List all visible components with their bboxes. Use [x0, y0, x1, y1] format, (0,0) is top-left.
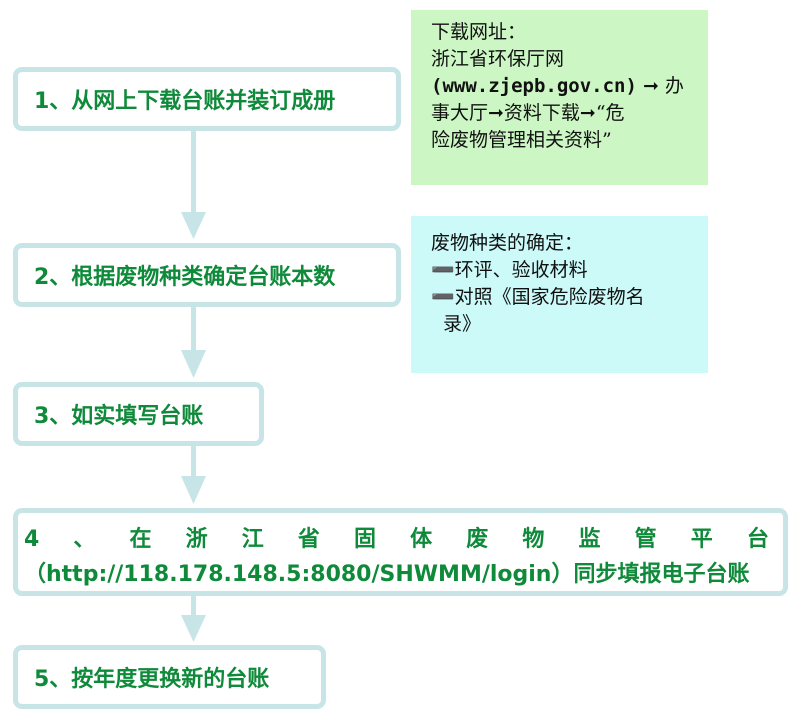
step-4-line-2: （http://118.178.148.5:8080/SHWMM/login）同…: [24, 562, 750, 587]
step-4-char: 物: [522, 527, 545, 552]
step-1-box: 1、从网上下载台账并装订成册: [13, 67, 401, 131]
step-4-char: 浙: [185, 527, 208, 552]
arrow-3-4-head: [181, 476, 206, 504]
arrow-2-3-shaft: [191, 307, 196, 353]
arrow-4-5-head: [181, 615, 206, 642]
step-4-char: 、: [73, 527, 96, 552]
download-note-line-4: 险废物管理相关资料”: [431, 129, 612, 151]
waste-type-note-title: 废物种类的确定：: [431, 232, 584, 254]
arrow-1-2-head: [181, 212, 206, 239]
download-url: (www.zjepb.gov.cn): [431, 75, 637, 97]
flow-arrows: [181, 131, 206, 642]
step-5-text: 5、按年度更换新的台账: [34, 667, 270, 692]
step-4-box: 4 、 在 浙 江 省 固 体 废 物 监 管 平 台 （http://118.…: [13, 508, 788, 596]
waste-type-item-2-cont: 录》: [443, 313, 482, 335]
download-note: 下载网址： 浙江省环保厅网 (www.zjepb.gov.cn) ➞ 办 事大厅…: [411, 10, 708, 185]
step-4-char: 省: [297, 527, 320, 552]
step-4-char: 平: [690, 527, 713, 552]
step-4-char: 台: [746, 527, 769, 552]
download-note-arrow-text: ➞ 办: [636, 75, 684, 97]
step-1-text: 1、从网上下载台账并装订成册: [34, 89, 336, 114]
step-4-line-1: 4 、 在 浙 江 省 固 体 废 物 监 管 平 台: [24, 523, 769, 557]
waste-type-item-2: ➖对照《国家危险废物名: [431, 286, 645, 308]
step-4-char: 江: [241, 527, 264, 552]
download-note-line-1: 浙江省环保厅网: [431, 48, 565, 70]
step-2-text: 2、根据废物种类确定台账本数: [34, 265, 336, 290]
step-4-char: 固: [354, 527, 377, 552]
download-note-line-3: 事大厅➞资料下载➞“危: [431, 102, 625, 124]
step-4-char: 管: [634, 527, 657, 552]
arrow-3-4-shaft: [191, 446, 196, 479]
step-4-char: 废: [466, 527, 489, 552]
arrow-1-2-shaft: [191, 131, 196, 215]
step-4-char: 在: [129, 527, 152, 552]
waste-type-item-1: ➖环评、验收材料: [431, 259, 588, 281]
step-4-char: 监: [578, 527, 601, 552]
download-note-line-2: (www.zjepb.gov.cn) ➞ 办: [431, 73, 692, 100]
step-4-char: 体: [410, 527, 433, 552]
arrow-4-5-shaft: [191, 596, 196, 618]
step-3-box: 3、如实填写台账: [13, 382, 264, 446]
download-note-title: 下载网址：: [431, 21, 527, 43]
step-4-char: 4: [24, 527, 40, 552]
step-3-text: 3、如实填写台账: [34, 404, 204, 429]
waste-type-note: 废物种类的确定： ➖环评、验收材料 ➖对照《国家危险废物名 录》: [411, 216, 708, 373]
arrow-2-3-head: [181, 350, 206, 378]
step-2-box: 2、根据废物种类确定台账本数: [13, 243, 401, 307]
step-5-box: 5、按年度更换新的台账: [13, 645, 326, 709]
